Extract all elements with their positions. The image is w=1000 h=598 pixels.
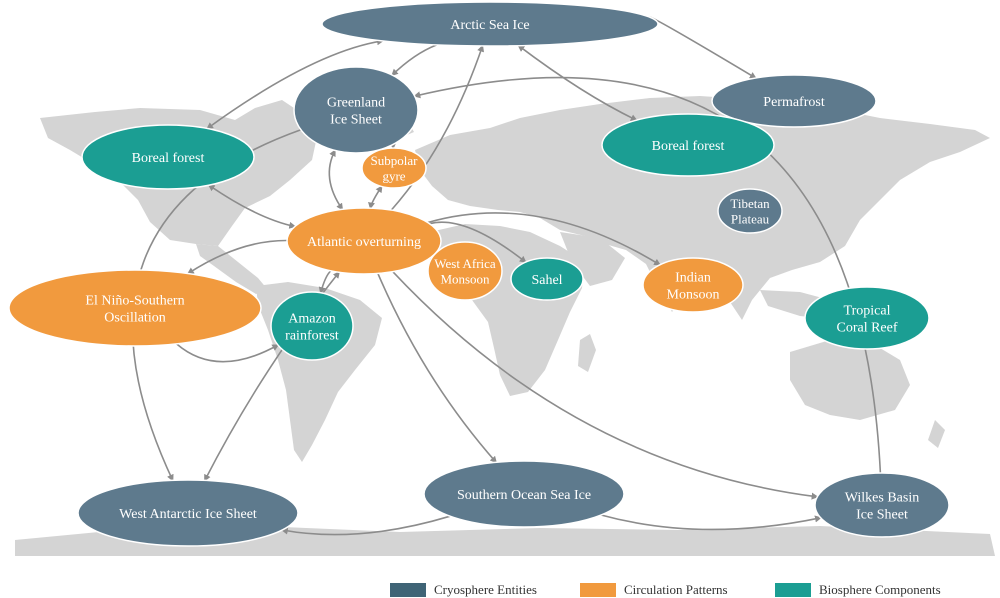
node-permafrost-label: Permafrost xyxy=(763,95,825,110)
arrow-arctic-sea-ice-to-permafrost xyxy=(649,16,757,79)
arrow-amoc-to-wilkes xyxy=(392,271,819,500)
node-indian-label-line-1: Indian xyxy=(675,271,711,286)
node-subpolar-label-line-1: Subpolar xyxy=(371,153,419,168)
node-southern-ocean-shape xyxy=(423,460,625,528)
node-coral-shape xyxy=(804,286,930,350)
legend-label-biosphere: Biosphere Components xyxy=(819,582,941,597)
arrow-amoc-to-indian xyxy=(427,212,661,266)
node-southern-ocean: Southern Ocean Sea Ice xyxy=(423,460,625,528)
legend-item-circulation: Circulation Patterns xyxy=(580,582,728,598)
node-enso-label-line-2: Oscillation xyxy=(104,310,165,325)
arrow-amoc-to-southern-ocean xyxy=(377,273,498,464)
node-coral-label-line-1: Tropical xyxy=(844,304,891,319)
node-tibetan-label-line-2: Plateau xyxy=(731,211,770,226)
land-new-zealand xyxy=(928,420,945,448)
arrow-enso-to-amazon xyxy=(176,343,280,363)
arrow-arctic-sea-ice-to-greenland xyxy=(391,44,437,77)
node-wilkes-label-line-1: Wilkes Basin xyxy=(845,491,919,506)
node-sahel-shape xyxy=(510,257,584,301)
node-amazon-label-line-2: rainforest xyxy=(285,328,339,343)
node-boreal-eu-label: Boreal forest xyxy=(652,139,725,154)
land-australia xyxy=(790,340,910,420)
node-permafrost: Permafrost xyxy=(711,74,877,128)
legend-swatch-biosphere xyxy=(775,583,811,597)
node-amoc-shape xyxy=(286,207,442,275)
node-coral-label-line-2: Coral Reef xyxy=(836,320,897,335)
node-southern-ocean-label: Southern Ocean Sea Ice xyxy=(457,488,591,503)
arrow-amoc-to-sahel xyxy=(429,221,527,263)
node-subpolar-shape xyxy=(361,147,427,189)
node-indian-shape xyxy=(642,257,744,313)
legend-item-cryosphere: Cryosphere Entities xyxy=(390,582,537,598)
legend-swatch-cryosphere xyxy=(390,583,426,597)
arrow-amoc-to-enso xyxy=(186,239,288,275)
legend: Cryosphere Entities Circulation Patterns… xyxy=(0,582,1000,598)
node-boreal-na-shape xyxy=(81,124,255,190)
legend-label-circulation: Circulation Patterns xyxy=(624,582,728,597)
node-enso-shape xyxy=(8,269,262,347)
land-europe-asia xyxy=(415,96,990,320)
node-sahel: Sahel xyxy=(510,257,584,301)
arrow-arctic-sea-ice-to-boreal-na xyxy=(206,38,384,130)
node-boreal-na-label: Boreal forest xyxy=(132,151,205,166)
node-arctic-sea-ice: Arctic Sea Ice xyxy=(321,1,659,47)
legend-label-cryosphere: Cryosphere Entities xyxy=(434,582,537,597)
node-boreal-na: Boreal forest xyxy=(81,124,255,190)
land-madagascar xyxy=(578,334,596,372)
arrow-subpolar-to-amoc xyxy=(368,185,383,210)
node-wais: West Antarctic Ice Sheet xyxy=(77,479,299,547)
node-permafrost-shape xyxy=(711,74,877,128)
node-subpolar-label-line-2: gyre xyxy=(382,168,405,183)
node-boreal-eu: Boreal forest xyxy=(601,113,775,177)
node-wilkes-shape xyxy=(814,472,950,538)
node-wilkes-label-line-2: Ice Sheet xyxy=(856,507,908,522)
node-enso-label-line-1: El Niño-Southern xyxy=(85,294,184,309)
legend-item-biosphere: Biosphere Components xyxy=(775,582,941,598)
node-amoc: Atlantic overturning xyxy=(286,207,442,275)
node-amazon-shape xyxy=(270,291,354,361)
land-arabia xyxy=(560,232,625,286)
node-sahel-label: Sahel xyxy=(531,273,562,288)
node-greenland-label-line-2: Ice Sheet xyxy=(330,112,382,127)
arrow-southern-ocean-to-wilkes xyxy=(600,514,822,531)
node-wafrica-label-line-1: West Africa xyxy=(434,256,496,271)
arrow-arctic-sea-ice-to-boreal-eu xyxy=(517,44,638,121)
arrow-amoc-to-boreal-na xyxy=(207,184,297,229)
node-wais-shape xyxy=(77,479,299,547)
node-greenland-label-line-1: Greenland xyxy=(327,96,385,111)
node-indian-label-line-2: Monsoon xyxy=(667,287,720,302)
arrow-greenland-to-amoc xyxy=(328,149,344,211)
node-amoc-label: Atlantic overturning xyxy=(307,235,421,250)
node-arctic-sea-ice-label: Arctic Sea Ice xyxy=(450,18,529,33)
node-tibetan-shape xyxy=(717,188,783,234)
node-wafrica-shape xyxy=(427,241,503,301)
legend-swatch-circulation xyxy=(580,583,616,597)
node-boreal-eu-shape xyxy=(601,113,775,177)
arrow-southern-ocean-to-wais xyxy=(280,515,451,536)
node-wafrica-label-line-2: Monsoon xyxy=(440,271,490,286)
node-wais-label: West Antarctic Ice Sheet xyxy=(119,507,257,522)
node-greenland-shape xyxy=(293,66,419,154)
arrow-amoc-to-arctic-sea-ice xyxy=(390,44,485,211)
node-amazon-label-line-1: Amazon xyxy=(288,312,335,327)
node-arctic-sea-ice-shape xyxy=(321,1,659,47)
node-tibetan-label-line-1: Tibetan xyxy=(730,196,770,211)
